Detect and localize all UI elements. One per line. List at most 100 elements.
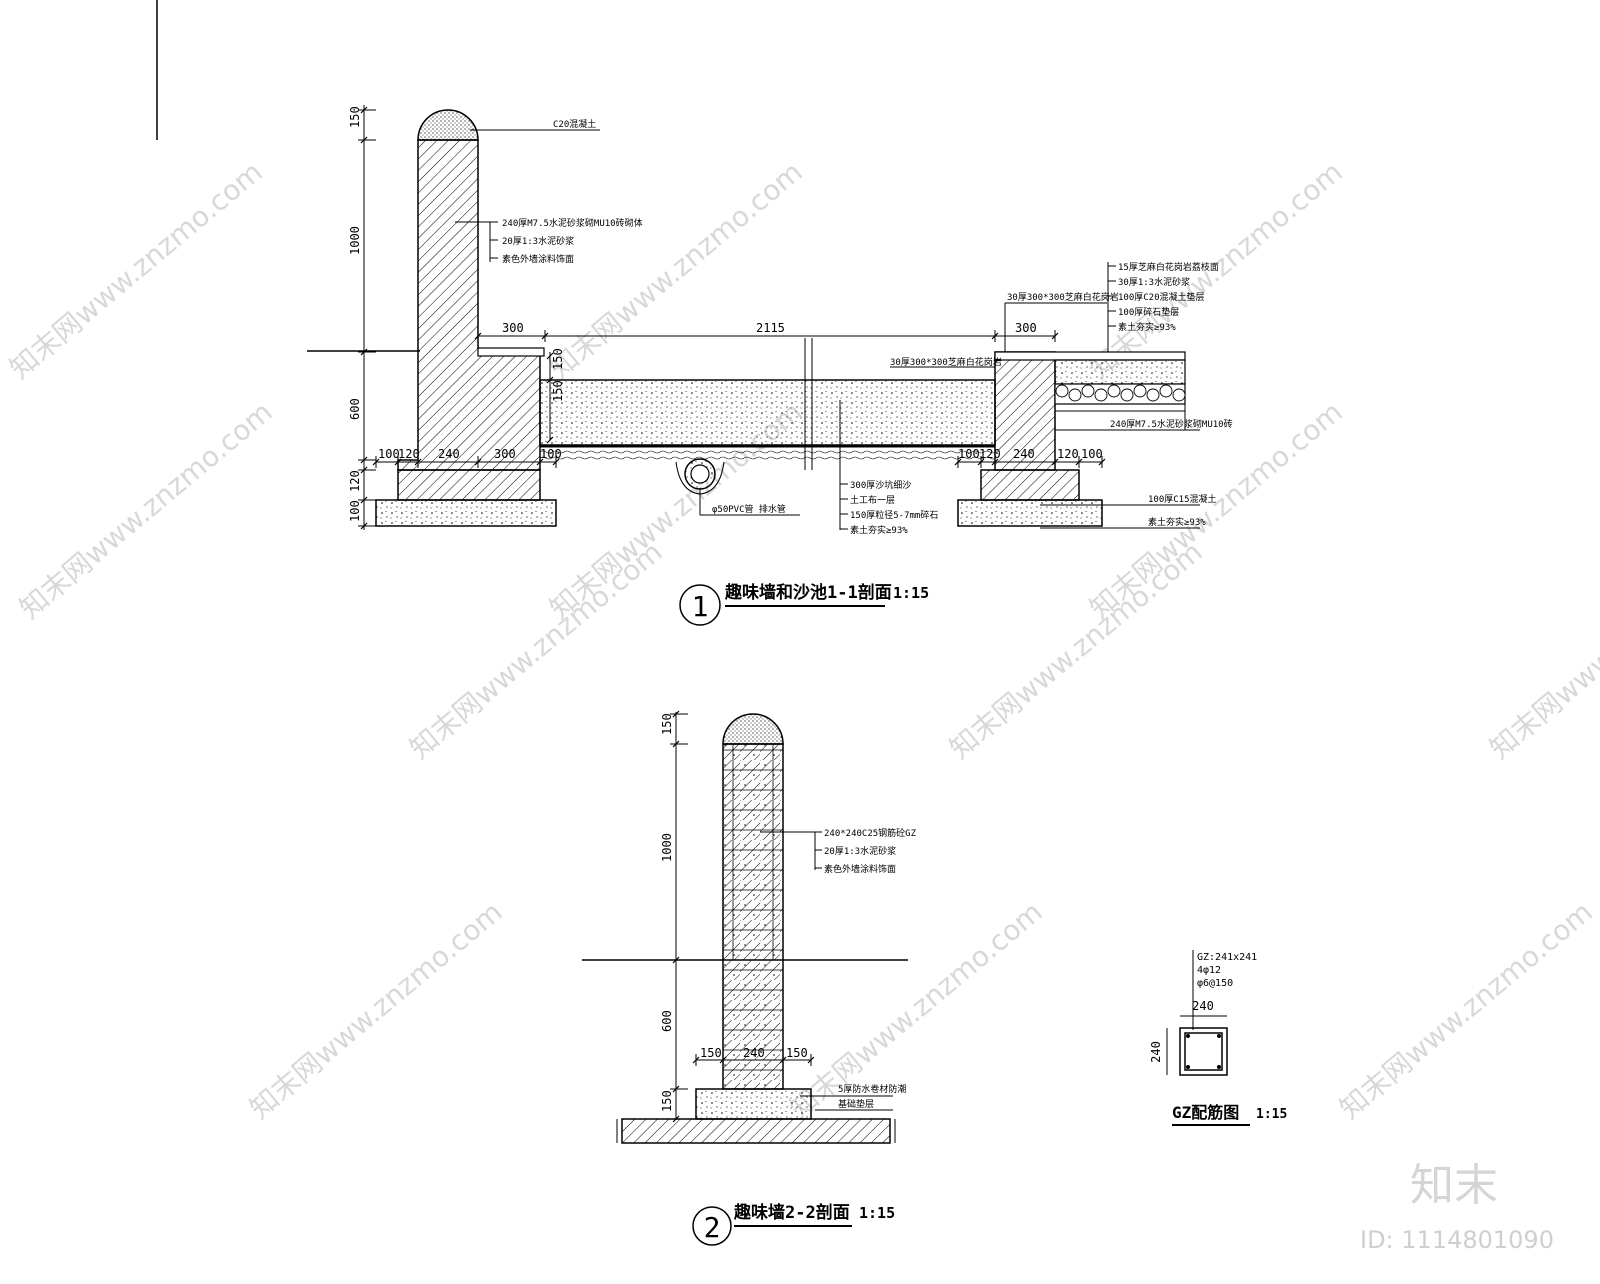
- section-1-title-text: 趣味墙和沙池1-1剖面: [724, 582, 892, 603]
- section-2-title-text: 趣味墙2-2剖面: [733, 1202, 850, 1223]
- wall-body-2: [722, 743, 784, 1090]
- gz-title: GZ配筋图: [1172, 1103, 1239, 1122]
- svg-text:GZ:241x241: GZ:241x241: [1197, 952, 1257, 963]
- note-cap: C20混凝土: [553, 118, 596, 130]
- dim2-h-1: 240: [743, 1046, 765, 1060]
- section-1-title: 1 趣味墙和沙池1-1剖面 1:15: [679, 582, 929, 626]
- watermark-text: 知末网www.znzmo.com: [1483, 535, 1600, 765]
- gravel-stone: [1172, 388, 1186, 402]
- brand-watermark: 知末: [1410, 1160, 1498, 1211]
- dim-h-top-mid: 2115: [756, 321, 785, 335]
- gravel-stone: [1081, 384, 1095, 398]
- wall-cap: [417, 109, 479, 141]
- watermark-text: 知末网www.znzmo.com: [1333, 895, 1598, 1125]
- note-bottom-0: 300厚沙坑细沙: [850, 479, 911, 491]
- gz-dim-h: 240: [1192, 999, 1214, 1013]
- note-right-4: 素土夯实≥93%: [1118, 321, 1176, 333]
- gravel-stone: [1146, 388, 1160, 402]
- note-right-1: 30厚1:3水泥砂浆: [1118, 276, 1190, 288]
- dim-h-b-8: 240: [1013, 447, 1035, 461]
- footing-2: [695, 1088, 812, 1120]
- dim-v-footing: 120: [348, 470, 362, 492]
- dim-v-below: 600: [348, 398, 362, 420]
- pad-2: [621, 1118, 891, 1144]
- gravel-stone: [1120, 388, 1134, 402]
- dim2-v-footing: 150: [660, 1090, 674, 1112]
- watermark-text: 知末网www.znzmo.com: [243, 895, 508, 1125]
- dim-h-b-2: 120: [398, 447, 420, 461]
- dim2-v-cap: 150: [660, 713, 674, 735]
- gravel-stone: [1107, 384, 1121, 398]
- dim-v-cap: 150: [348, 106, 362, 128]
- note-bottom-2: 150厚粒径5-7mm碎石: [850, 509, 938, 521]
- dim-v-pad: 100: [348, 500, 362, 522]
- gravel-stone: [1094, 388, 1108, 402]
- svg-text:4φ12: 4φ12: [1197, 965, 1221, 976]
- dim2-h-0: 150: [700, 1046, 722, 1060]
- note-wall-1: 20厚1:3水泥砂浆: [502, 235, 574, 247]
- dim-v-sand: 150: [551, 380, 565, 402]
- dim-h-b-9: 120: [1057, 447, 1079, 461]
- gravel-stone: [1133, 384, 1147, 398]
- dim-h-b-7: 120: [979, 447, 1001, 461]
- dim-h-top-right: 300: [1015, 321, 1037, 335]
- watermark-text: 知末网www.znzmo.com: [943, 535, 1208, 765]
- note-bottom-3: 素土夯实≥93%: [850, 524, 908, 536]
- dim-h-b-6: 100: [958, 447, 980, 461]
- dim-h-top-left: 300: [502, 321, 524, 335]
- svg-text:φ6@150: φ6@150: [1197, 978, 1233, 989]
- dim-h-b-5: 100: [540, 447, 562, 461]
- note-pipe: φ50PVC管 排水管: [712, 503, 786, 515]
- note-cap-left: 30厚300*300芝麻白花岗岩: [890, 356, 1002, 368]
- gravel-stone: [1055, 384, 1069, 398]
- section-2-title: 2 趣味墙2-2剖面 1:15: [692, 1202, 895, 1246]
- section-1-number-circle: [679, 584, 721, 626]
- section-2-scale: 1:15: [859, 1204, 895, 1222]
- gz-detail: GZ:241x241 4φ12 φ6@150 240 240 GZ配筋图 1:1…: [1149, 950, 1287, 1126]
- pad-left: [375, 499, 557, 527]
- note-footing-0: 100厚C15混凝土: [1148, 493, 1217, 505]
- gz-scale: 1:15: [1256, 1107, 1287, 1122]
- sandpit-fill: [539, 379, 996, 446]
- note-footing-1: 素土夯实≥93%: [1148, 516, 1206, 528]
- section-2-number: 2: [704, 1211, 721, 1244]
- id-watermark: ID: 1114801090: [1360, 1226, 1554, 1254]
- note-brick-right: 240厚M7.5水泥砂浆砌MU10砖: [1110, 418, 1233, 430]
- watermark-text: 知末网www.znzmo.com: [543, 155, 808, 385]
- watermark-text: 知末网www.znzmo.com: [3, 155, 268, 385]
- note-right-0: 15厚芝麻白花岗岩荔枝面: [1118, 261, 1219, 273]
- note2-wall-1: 20厚1:3水泥砂浆: [824, 845, 896, 857]
- section-2-number-circle: [692, 1206, 732, 1246]
- note-wall-2: 素色外墙涂料饰面: [502, 253, 574, 265]
- note2-footing-0: 5厚防水卷材防潮: [838, 1083, 906, 1095]
- section-1-number: 1: [692, 590, 709, 623]
- dim-h-b-1: 100: [378, 447, 400, 461]
- note-bottom-1: 土工布一层: [850, 494, 895, 506]
- note2-wall-0: 240*240C25钢筋砼GZ: [824, 827, 917, 839]
- dim-h-b-3: 240: [438, 447, 460, 461]
- footing-left: [397, 469, 541, 501]
- note2-footing-1: 基础垫层: [838, 1098, 874, 1110]
- dim-h-b-4: 300: [494, 447, 516, 461]
- dim-v-cap-inner: 150: [551, 348, 565, 370]
- section-1-scale: 1:15: [893, 584, 929, 602]
- dim-v-wall: 1000: [348, 226, 362, 255]
- wall-body: [397, 139, 541, 471]
- dim2-h-2: 150: [786, 1046, 808, 1060]
- note-right-3: 100厚碎石垫层: [1118, 306, 1179, 318]
- watermark-text: 知末网www.znzmo.com: [783, 895, 1048, 1125]
- watermark-text: 知末网www.znzmo.com: [13, 395, 278, 625]
- watermark-text: 知末网www.znzmo.com: [403, 535, 668, 765]
- dim-h-b-10: 100: [1081, 447, 1103, 461]
- gravel-stone: [1159, 384, 1173, 398]
- note2-wall-2: 素色外墙涂料饰面: [824, 863, 896, 875]
- gz-dim-v: 240: [1149, 1041, 1163, 1063]
- note-cap-right: 30厚300*300芝麻白花岗岩: [1007, 291, 1119, 303]
- note-wall-0: 240厚M7.5水泥砂浆砌MU10砖砌体: [502, 217, 643, 229]
- gravel-stone: [1068, 388, 1082, 402]
